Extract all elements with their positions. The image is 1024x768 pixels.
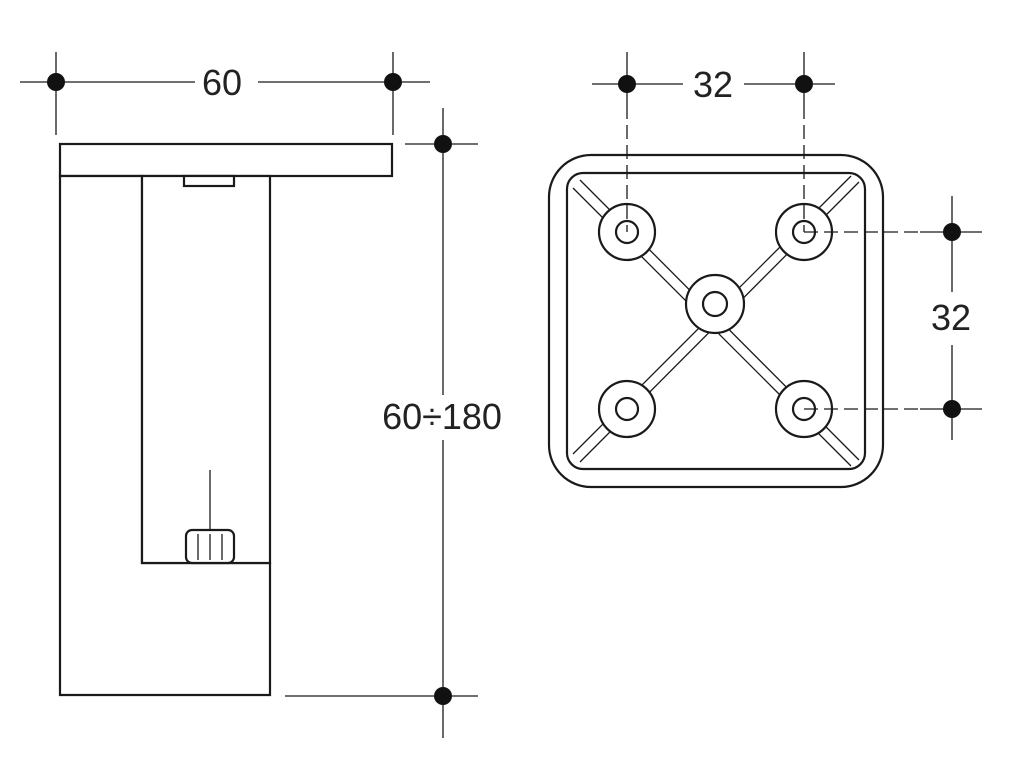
top-nut [182,174,236,188]
adjusting-screw [184,470,236,565]
bottom-view: 32 32 [547,52,982,489]
dimension-hole-spacing-x-label: 32 [693,64,733,105]
dimension-width: 60 [20,52,430,135]
dimension-hole-spacing-y-label: 32 [931,297,971,338]
dimension-height: 60÷180 [285,108,502,738]
dimension-hole-spacing-y: 32 [804,196,982,440]
mounting-plate [58,142,394,178]
dimension-hole-spacing-x: 32 [592,52,835,232]
dimension-width-label: 60 [202,62,242,103]
dimension-height-label: 60÷180 [382,396,502,437]
hole-center [684,273,746,335]
slot-back-wall [140,174,272,565]
side-view: 60 60÷180 [20,52,502,738]
hole-bottom-left [597,379,657,439]
